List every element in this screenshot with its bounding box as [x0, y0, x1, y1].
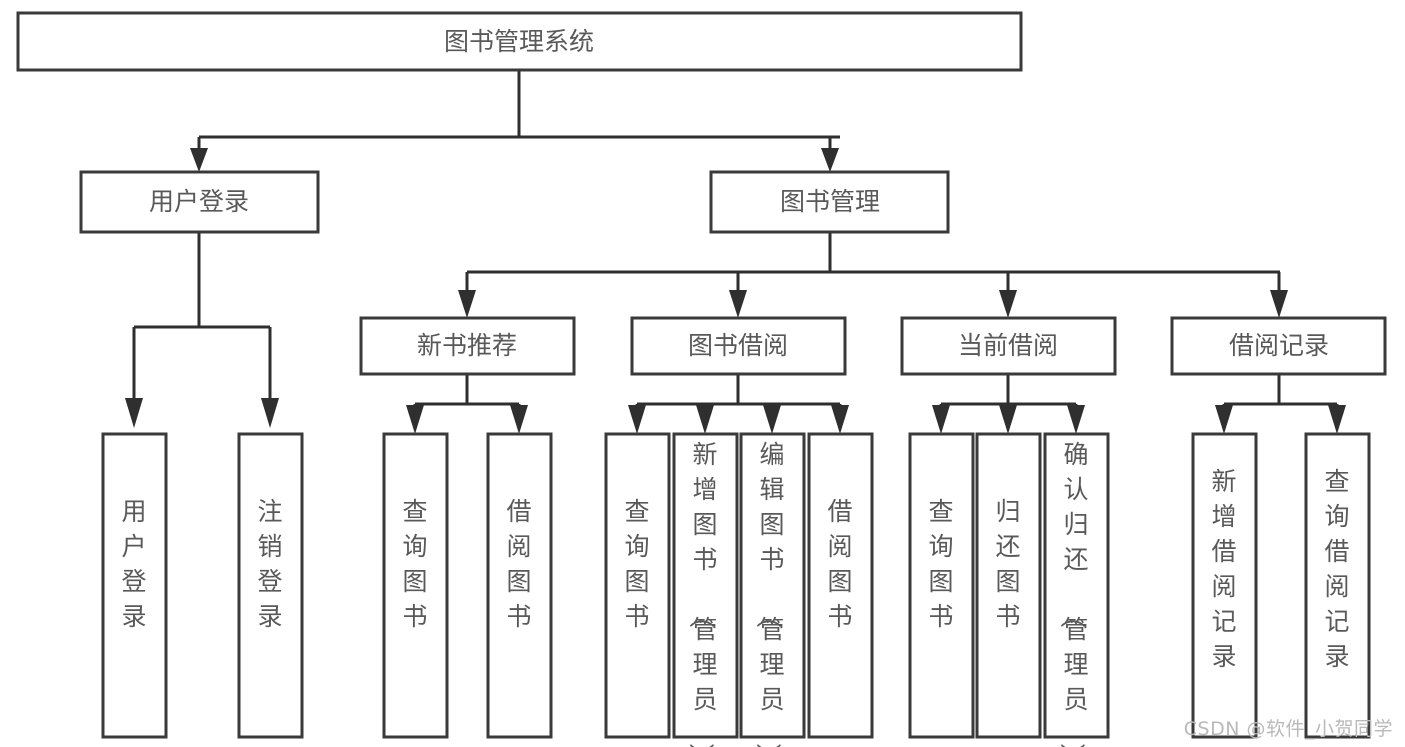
node-leaf-add-book-box[interactable]: [672, 432, 739, 739]
arrowhead-leaf-logout-login: [261, 398, 279, 428]
node-leaf-return-book-label: 归还图书: [995, 497, 1020, 631]
arrowhead-book-borrow: [729, 290, 747, 318]
node-leaf-edit-book-label: 编辑图书（管理员）: [753, 440, 784, 747]
arrowhead-leaf-confirm-return: [1067, 405, 1085, 434]
node-leaf-edit-book[interactable]: 编辑图书（管理员）: [739, 432, 806, 747]
node-leaf-logout-login-box[interactable]: [237, 432, 304, 739]
node-root-box[interactable]: [16, 11, 1023, 72]
arrowhead-leaf-query-record: [1328, 405, 1346, 434]
node-borrow-record[interactable]: 借阅记录: [1170, 316, 1387, 376]
node-leaf-confirm-return-label: 确认归还（管理员）: [1057, 440, 1088, 747]
arrowhead-borrow-record: [1270, 290, 1288, 318]
node-borrow-record-box[interactable]: [1170, 316, 1387, 376]
node-leaf-edit-book-box[interactable]: [739, 432, 806, 739]
arrowhead-current-borrow: [999, 290, 1017, 318]
node-leaf-query-book-1-label: 查询图书: [402, 497, 427, 631]
node-book-borrow-box[interactable]: [630, 316, 847, 376]
arrowhead-leaf-borrow-book-2: [831, 405, 849, 434]
node-leaf-add-record-box[interactable]: [1191, 432, 1258, 739]
node-book-borrow-label: 图书借阅: [688, 331, 788, 360]
node-user-login-box[interactable]: [79, 170, 320, 234]
node-leaf-user-login-label: 用户登录: [121, 497, 146, 631]
csdn-watermark: CSDN @软件_小贺同学: [1183, 718, 1393, 740]
arrowhead-new-book-recommend: [458, 290, 476, 318]
node-user-login-label: 用户登录: [149, 187, 249, 216]
node-leaf-borrow-book-2[interactable]: 借阅图书: [807, 432, 874, 739]
node-leaf-query-book-2-label: 查询图书: [624, 497, 649, 631]
node-leaf-query-book-3[interactable]: 查询图书: [908, 432, 975, 739]
node-current-borrow-label: 当前借阅: [958, 331, 1058, 360]
node-book-management-label: 图书管理: [780, 187, 880, 216]
node-leaf-query-record[interactable]: 查询借阅记录: [1304, 432, 1371, 739]
node-leaf-add-book[interactable]: 新增图书（管理员）: [672, 432, 739, 747]
node-leaf-query-book-3-box[interactable]: [908, 432, 975, 739]
node-leaf-borrow-book-1[interactable]: 借阅图书: [486, 432, 553, 739]
node-leaf-logout-login-label: 注销登录: [257, 497, 282, 631]
node-leaf-query-book-2[interactable]: 查询图书: [604, 432, 671, 739]
node-leaf-query-record-box[interactable]: [1304, 432, 1371, 739]
arrowhead-leaf-query-book-3: [932, 405, 950, 434]
arrowhead-leaf-add-book: [696, 405, 714, 434]
node-leaf-add-book-label: 新增图书（管理员）: [686, 440, 717, 747]
node-leaf-query-record-label: 查询借阅记录: [1324, 467, 1349, 671]
arrowhead-leaf-return-book: [999, 405, 1017, 434]
node-book-management[interactable]: 图书管理: [709, 170, 950, 234]
node-leaf-logout-login[interactable]: 注销登录: [237, 432, 304, 739]
node-new-book-recommend-box[interactable]: [359, 316, 576, 376]
node-leaf-borrow-book-2-box[interactable]: [807, 432, 874, 739]
node-current-borrow-box[interactable]: [900, 316, 1117, 376]
node-leaf-query-book-1[interactable]: 查询图书: [382, 432, 449, 739]
node-leaf-confirm-return-box[interactable]: [1043, 432, 1110, 739]
arrowhead-leaf-edit-book: [763, 405, 781, 434]
node-leaf-query-book-2-box[interactable]: [604, 432, 671, 739]
connector-layer: [125, 70, 1346, 434]
node-leaf-user-login-box[interactable]: [101, 432, 168, 739]
node-leaf-add-record[interactable]: 新增借阅记录: [1191, 432, 1258, 739]
node-root-label: 图书管理系统: [444, 27, 594, 56]
arrowhead-leaf-query-book-2: [628, 405, 646, 434]
node-leaf-confirm-return[interactable]: 确认归还（管理员）: [1043, 432, 1110, 747]
node-leaf-borrow-book-1-box[interactable]: [486, 432, 553, 739]
node-root[interactable]: 图书管理系统: [16, 11, 1023, 72]
node-borrow-record-label: 借阅记录: [1229, 331, 1329, 360]
arrowhead-leaf-borrow-book-1: [510, 405, 528, 434]
node-leaf-return-book-box[interactable]: [975, 432, 1042, 739]
node-book-management-box[interactable]: [709, 170, 950, 234]
node-new-book-recommend-label: 新书推荐: [417, 331, 517, 360]
node-leaf-return-book[interactable]: 归还图书: [975, 432, 1042, 739]
node-leaf-add-record-label: 新增借阅记录: [1211, 467, 1236, 671]
arrowhead-leaf-user-login: [125, 398, 143, 428]
arrowhead-leaf-query-book-1: [406, 405, 424, 434]
node-new-book-recommend[interactable]: 新书推荐: [359, 316, 576, 376]
node-user-login[interactable]: 用户登录: [79, 170, 320, 234]
arrowhead-user-login: [190, 148, 208, 172]
node-leaf-borrow-book-2-label: 借阅图书: [827, 497, 852, 631]
node-current-borrow[interactable]: 当前借阅: [900, 316, 1117, 376]
node-leaf-user-login[interactable]: 用户登录: [101, 432, 168, 739]
node-book-borrow[interactable]: 图书借阅: [630, 316, 847, 376]
node-leaf-query-book-3-label: 查询图书: [928, 497, 953, 631]
node-leaf-query-book-1-box[interactable]: [382, 432, 449, 739]
arrowhead-leaf-add-record: [1215, 405, 1233, 434]
arrowhead-book-management: [821, 148, 839, 172]
node-leaf-borrow-book-1-label: 借阅图书: [506, 497, 531, 631]
